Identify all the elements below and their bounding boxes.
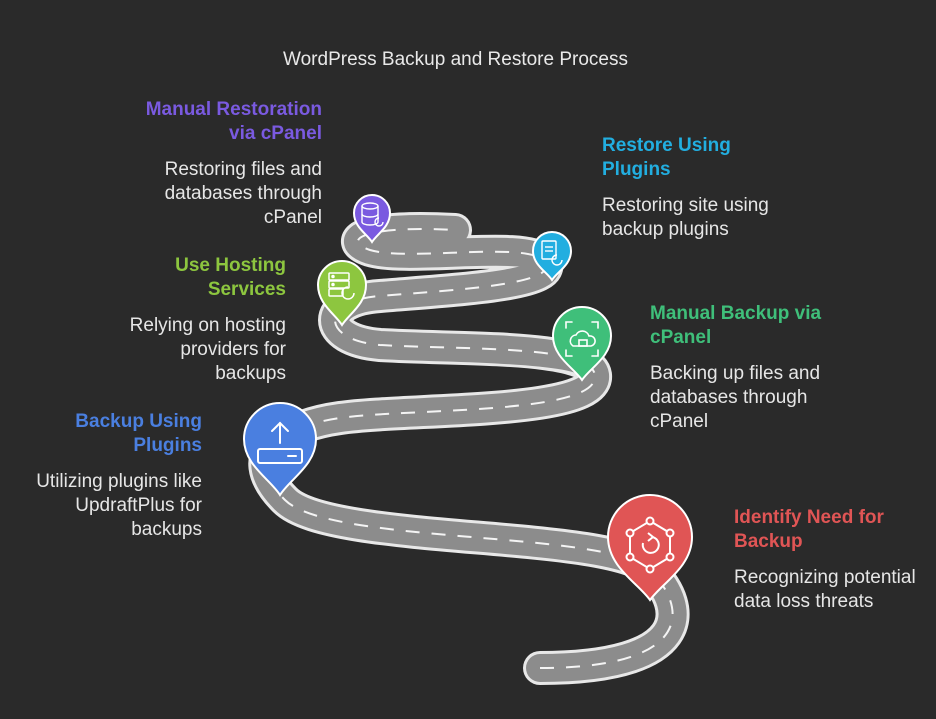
winding-road: [248, 212, 690, 685]
step-description: Recognizing potential data loss threats: [734, 567, 916, 612]
pin-backup-plugins: [242, 402, 318, 497]
step-title: Manual Backup via cPanel: [650, 303, 822, 348]
step-backup-plugins: Backup Using Plugins Utilizing plugins l…: [20, 410, 202, 542]
step-description: Relying on hosting providers for backups: [129, 315, 286, 384]
database-restore-icon: [361, 202, 384, 227]
step-description: Restoring site using backup plugins: [602, 195, 769, 240]
step-description: Backing up files and databases through c…: [650, 363, 821, 432]
pin-manual-restoration: [352, 194, 392, 244]
pin-identify-need: [606, 494, 694, 602]
step-manual-restoration: Manual Restoration via cPanel Restoring …: [140, 98, 322, 230]
server-refresh-icon: [328, 272, 355, 300]
cloud-folder-icon: [565, 321, 599, 357]
clipboard-restore-icon: [541, 240, 563, 266]
upload-drive-icon: [257, 421, 303, 464]
step-title: Use Hosting Services: [175, 255, 286, 300]
step-title: Restore Using Plugins: [602, 135, 731, 180]
step-description: Utilizing plugins like UpdraftPlus for b…: [36, 471, 202, 540]
step-manual-backup: Manual Backup via cPanel Backing up file…: [650, 302, 840, 434]
diagram-title: WordPress Backup and Restore Process: [283, 49, 628, 70]
step-hosting-services: Use Hosting Services Relying on hosting …: [106, 254, 286, 386]
step-description: Restoring files and databases through cP…: [164, 159, 322, 228]
pin-hosting-services: [316, 260, 368, 327]
step-title: Manual Restoration via cPanel: [145, 99, 322, 144]
pin-restore-plugins: [531, 231, 573, 282]
pin-manual-backup: [551, 306, 613, 382]
step-title: Identify Need for Backup: [734, 507, 884, 552]
step-restore-plugins: Restore Using Plugins Restoring site usi…: [602, 134, 792, 242]
hub-refresh-icon: [625, 516, 675, 574]
step-identify-need: Identify Need for Backup Recognizing pot…: [734, 506, 924, 614]
step-title: Backup Using Plugins: [75, 411, 202, 456]
